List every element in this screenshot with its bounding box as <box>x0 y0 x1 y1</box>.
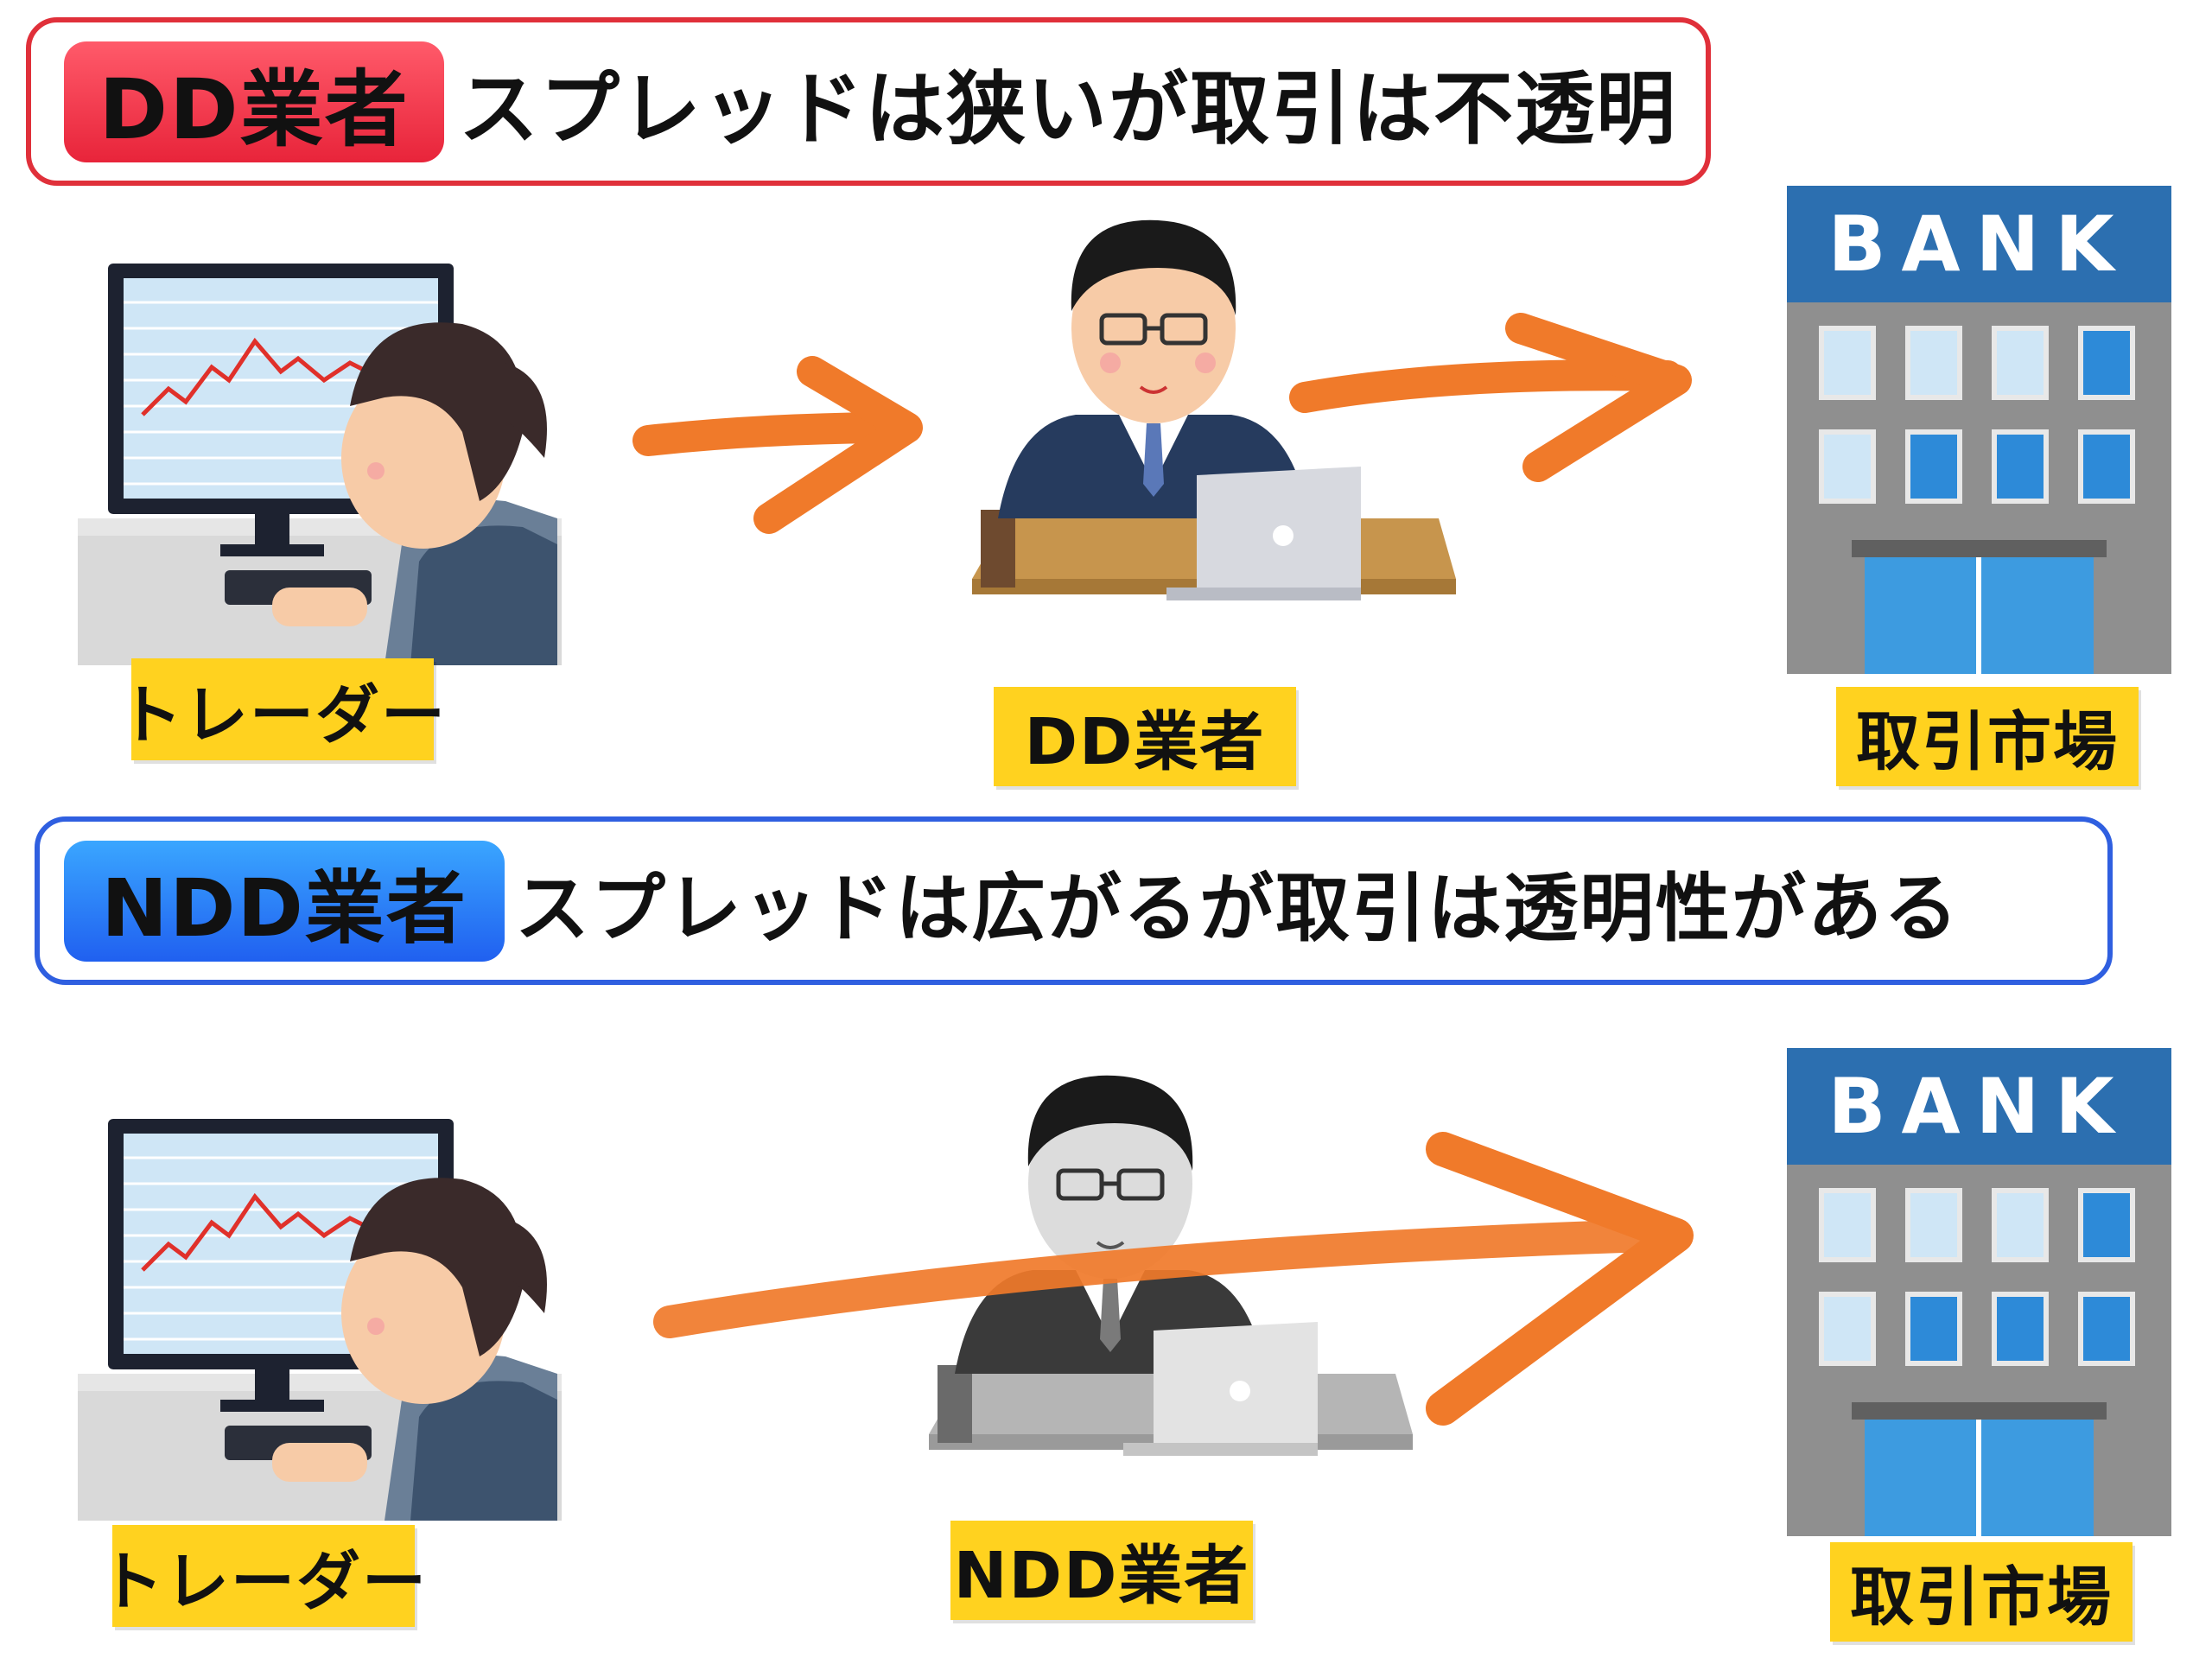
ndd-badge: NDD業者 <box>64 841 505 962</box>
orange-arrow-icon <box>1289 313 1692 482</box>
label-dealer-ndd: NDD業者 <box>950 1521 1253 1620</box>
label-trader-dd: トレーダー <box>118 658 445 760</box>
dd-header-banner: DD業者 スプレッドは狭いが取引は不透明 <box>26 17 1711 186</box>
dd-badge: DD業者 <box>64 41 444 162</box>
ndd-header-banner: NDD業者 スプレッドは広がるが取引は透明性がある <box>35 816 2113 985</box>
label-market-ndd: 取引市場 <box>1830 1542 2133 1642</box>
label-trader-ndd: トレーダー <box>99 1525 426 1627</box>
bank-sign: BANK <box>1827 1062 2129 1151</box>
bank-sign: BANK <box>1827 200 2129 289</box>
orange-arrow-icon <box>653 1132 1694 1426</box>
orange-arrow-icon <box>632 356 923 534</box>
label-market-dd: 取引市場 <box>1836 687 2139 786</box>
trader-at-monitor-icon <box>78 264 562 665</box>
dd-headline: スプレッドは狭いが取引は不透明 <box>459 62 1678 156</box>
ndd-headline: スプレッドは広がるが取引は透明性がある <box>515 865 1960 952</box>
bank-building-icon: BANK <box>1787 1048 2171 1536</box>
bank-building-icon: BANK <box>1787 186 2171 674</box>
businessman-with-laptop-icon <box>929 1075 1413 1456</box>
trader-at-monitor-icon <box>78 1119 562 1521</box>
label-dealer-dd: DD業者 <box>994 687 1296 786</box>
businessman-with-laptop-icon <box>972 219 1456 600</box>
